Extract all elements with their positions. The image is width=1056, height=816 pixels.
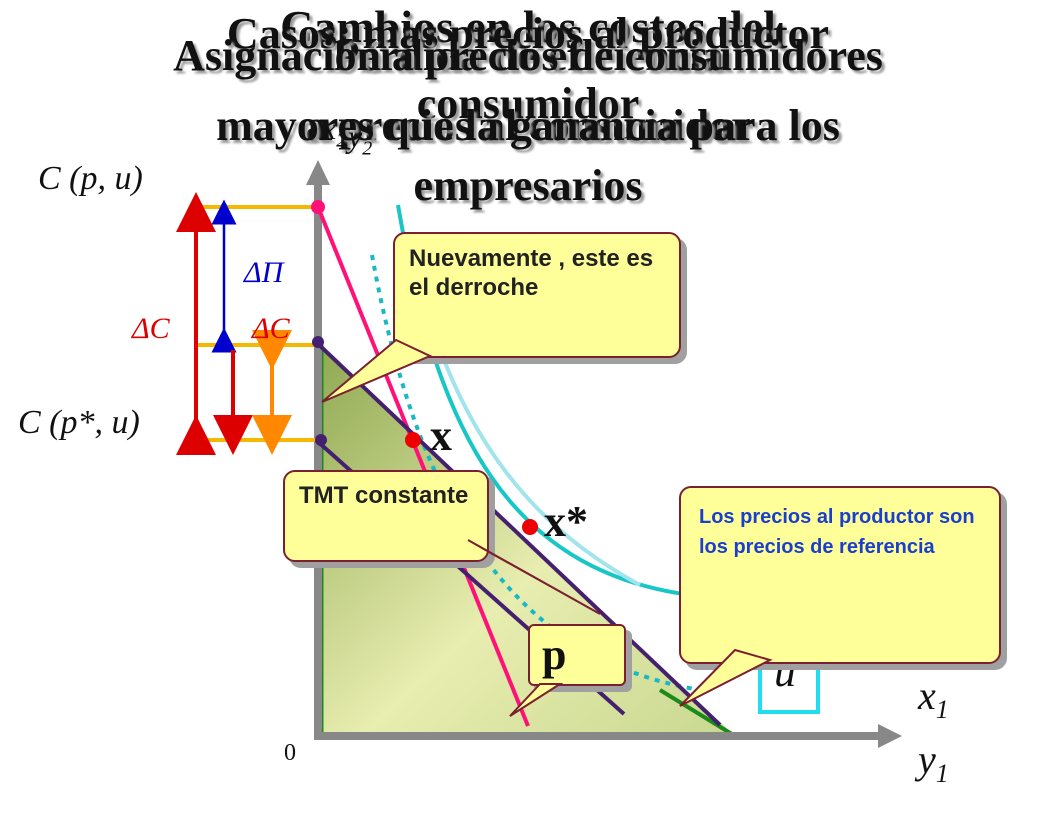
consumer-price-line (316, 206, 530, 727)
label-delta-c-mid: ΔC (252, 312, 290, 345)
title-greater-than: mayores que la ganancia para los (216, 101, 840, 150)
label-point-xstar: x* (544, 497, 588, 546)
label-delta-c-left: ΔC (132, 312, 170, 345)
point-xstar-dot (522, 519, 538, 535)
point-c-high (311, 200, 325, 214)
origin-label: 0 (284, 740, 296, 766)
title-efficiency-loss: Pérdida de eficiencia (332, 31, 724, 80)
vertical-axis-label-y2: y2 (348, 118, 373, 160)
label-delta-pi: ΔΠ (244, 256, 284, 289)
horizontal-axis-label-x1: x1 (918, 673, 949, 724)
title-consumer-prices: a precios al consumidor (305, 101, 751, 150)
callout-waste: Nuevamente , este es el derroche (393, 232, 681, 358)
callout-producer-prices: Los precios al productor son los precios… (679, 486, 1001, 664)
y-axis-arrowhead (306, 160, 330, 185)
callout-tmt: TMT constante (283, 470, 489, 562)
title-costs-change: Cambios en los costos del (280, 1, 776, 52)
label-cost-consumer: C (p, u) (38, 160, 143, 197)
label-cost-producer: C (p*, u) (18, 404, 140, 441)
point-x-dot (405, 432, 421, 448)
label-point-x: x (430, 411, 452, 460)
x-axis-arrowhead (878, 724, 902, 748)
title-consumer-allocation: Asignación a precios de consumidores (173, 31, 883, 80)
point-c-mid (312, 336, 324, 348)
p-price-box: p (528, 624, 626, 686)
title-producer-prices: Casos: mas precios al productor (226, 9, 830, 58)
producer-price-line-high (314, 340, 722, 727)
title-entrepreneurs: empresarios (413, 161, 643, 210)
horizontal-axis-label-y1: y1 (918, 737, 949, 788)
point-c-low (315, 434, 327, 446)
production-frontier-base (658, 688, 737, 738)
title-consumer: consumidor (416, 79, 640, 128)
vertical-axis-label-x2: x2 (322, 110, 347, 152)
